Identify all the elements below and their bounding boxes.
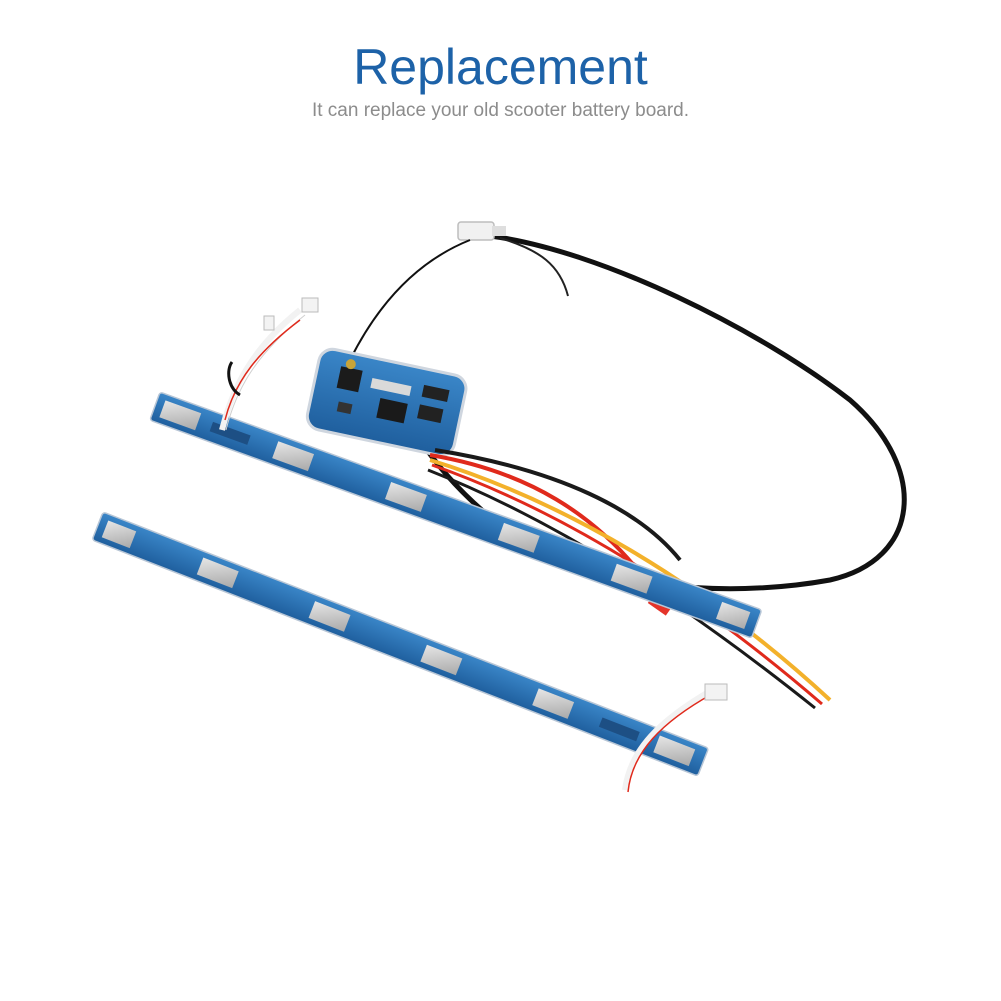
bms-board <box>305 347 468 458</box>
lower-battery-strip <box>92 512 709 776</box>
right-wire-harness <box>622 687 714 791</box>
upper-battery-strip <box>149 392 762 638</box>
left-wire-harness <box>219 307 302 431</box>
page-subtitle: It can replace your old scooter battery … <box>311 100 690 121</box>
top-connector <box>457 221 495 241</box>
page-title: Replacement <box>353 39 648 95</box>
yellow-wire <box>429 458 832 702</box>
thin-sensor-wire <box>499 237 569 297</box>
